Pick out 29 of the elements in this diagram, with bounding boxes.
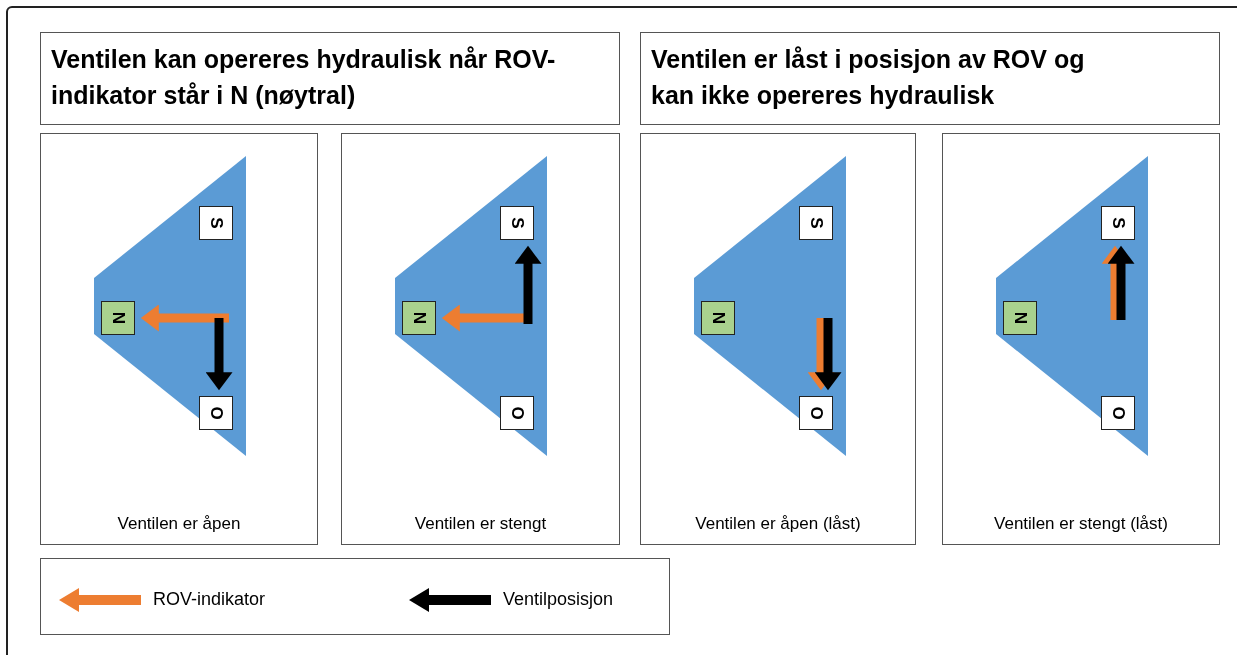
arrow	[814, 318, 842, 391]
position-marker: N	[402, 301, 436, 335]
position-marker: S	[199, 206, 233, 240]
panel-card	[341, 133, 620, 545]
position-marker: S	[1101, 206, 1135, 240]
arrow	[140, 304, 229, 332]
position-marker: O	[799, 396, 833, 430]
heading-box: Ventilen er låst i posisjon av ROV og kan ikke opereres hydraulisk	[640, 32, 1220, 125]
position-marker: O	[1101, 396, 1135, 430]
legend-label: Ventilposisjon	[503, 589, 614, 610]
panel-label: Ventilen er stengt	[413, 514, 548, 534]
position-marker: O	[199, 396, 233, 430]
panel-card	[40, 133, 318, 545]
arrow	[514, 245, 542, 324]
panel-label: Ventilen er stengt (låst)	[993, 514, 1169, 534]
position-marker: O	[500, 396, 534, 430]
position-marker: N	[1003, 301, 1037, 335]
panel-card	[942, 133, 1220, 545]
legend-label: ROV-indikator	[153, 589, 266, 610]
arrow	[1107, 245, 1135, 320]
position-marker: N	[101, 301, 135, 335]
arrow	[205, 318, 233, 391]
position-marker: S	[799, 206, 833, 240]
panel-card	[640, 133, 916, 545]
heading-box: Ventilen kan opereres hydraulisk når ROV-indikator står i N (nøytral)	[40, 32, 620, 125]
panel-label: Ventilen er åpen	[116, 514, 242, 534]
position-marker: N	[701, 301, 735, 335]
panel-label: Ventilen er åpen (låst)	[694, 514, 862, 534]
position-marker: S	[500, 206, 534, 240]
